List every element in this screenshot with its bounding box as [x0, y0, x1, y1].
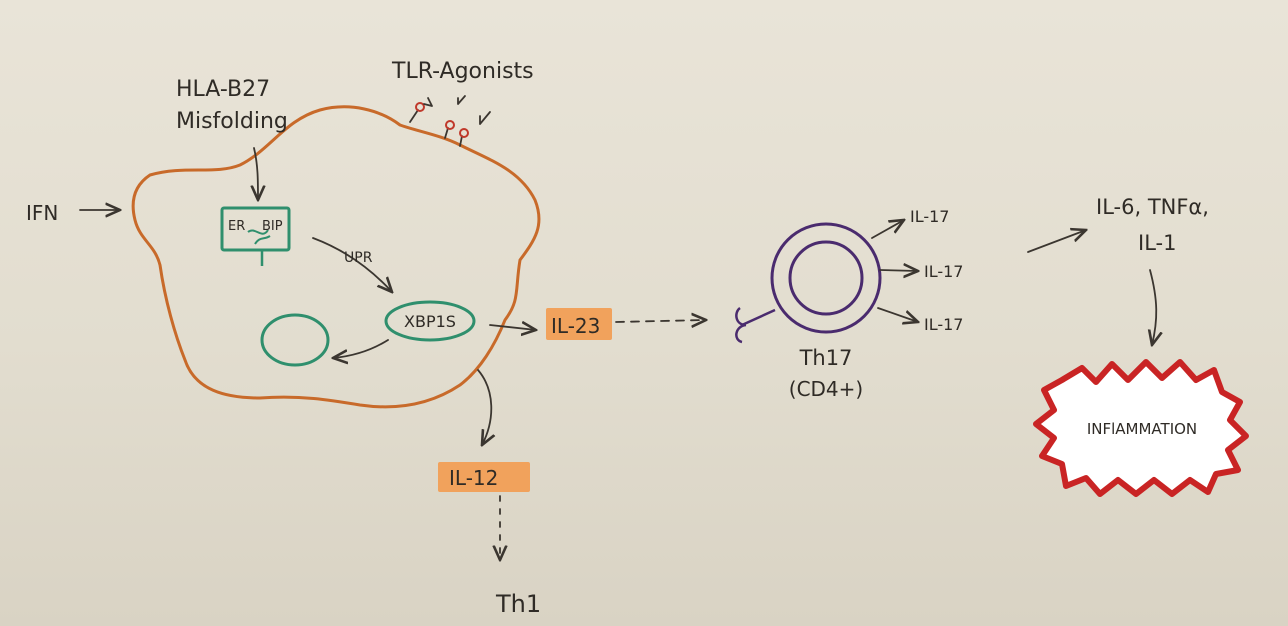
misfolding-arrow [254, 147, 258, 200]
tlr-receptors [409, 95, 491, 147]
cd4-label: (CD4+) [789, 377, 863, 401]
il23-label: IL-23 [551, 314, 600, 338]
cell-to-il12-arrow [477, 369, 491, 445]
il17-arrow-bottom [877, 307, 918, 322]
bip-label: BIP [262, 219, 283, 234]
il17-arrow-top [871, 220, 904, 239]
cell-membrane [131, 105, 541, 409]
inflammation-burst [1033, 359, 1249, 497]
th17-receptor [735, 306, 776, 344]
il23-to-th17-dashed-arrow [615, 320, 706, 322]
upr-arrow [312, 237, 392, 292]
downstream-cytokines-line1: IL-6, TNFα, [1096, 195, 1209, 219]
il17-label-bottom: IL-17 [924, 315, 963, 334]
misfolding-label: Misfolding [176, 109, 288, 134]
il12-highlight [438, 462, 530, 492]
il23-highlight [546, 308, 612, 340]
tlr-agonists-label: TLR-Agonists [391, 59, 534, 84]
xbp1s-label: XBP1S [404, 312, 456, 331]
il17-arrow-mid [879, 270, 918, 271]
er-label: ER [228, 219, 245, 234]
il17-label-mid: IL-17 [924, 262, 963, 281]
downstream-cytokines-line2: IL-1 [1138, 231, 1176, 255]
er-compartment: ER BIP [220, 206, 291, 266]
th17-cell [770, 222, 882, 334]
nucleus [260, 313, 330, 367]
il17-label-top: IL-17 [910, 207, 949, 226]
cytokines-to-inflammation-arrow [1150, 269, 1156, 345]
ifn-label: IFN [26, 201, 58, 225]
upr-label: UPR [344, 250, 373, 266]
xbp1s-ellipse [384, 300, 476, 342]
xbp1s-to-il23-arrow [489, 325, 536, 330]
th17-label: Th17 [799, 346, 853, 370]
inflammation-label: INFlAMMATION [1087, 420, 1197, 438]
xbp1s-to-nucleus-arrow [333, 339, 389, 358]
th17-nucleus [788, 240, 864, 316]
il17-to-cytokines-arrow [1027, 230, 1086, 253]
il12-label: IL-12 [449, 466, 498, 490]
hla-b27-label: HLA-B27 [176, 77, 270, 102]
th1-label: Th1 [495, 590, 541, 618]
